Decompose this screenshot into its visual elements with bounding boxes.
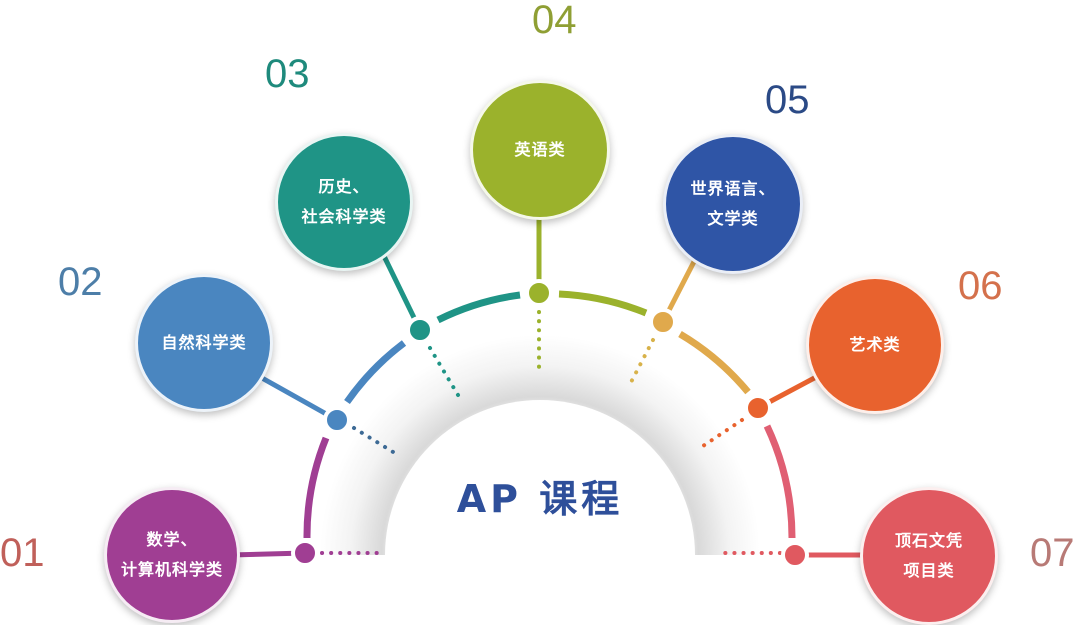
category-label-line: 数学、 (146, 529, 198, 549)
node-dot-01 (291, 539, 319, 567)
category-label-line: 顶石文凭 (894, 530, 963, 550)
category-number-06: 06 (958, 264, 1003, 308)
node-dot-06 (744, 394, 772, 422)
category-number-05: 05 (765, 78, 810, 122)
category-circle-05[interactable]: 世界语言、 文学类 (663, 134, 803, 274)
category-number-07: 07 (1030, 531, 1075, 575)
arc-segment-03 (436, 291, 521, 324)
category-number-04: 04 (532, 0, 577, 42)
inner-half-disc (385, 400, 695, 555)
category-circle-04[interactable]: 英语类 (470, 80, 610, 220)
node-dot-05 (649, 308, 677, 336)
node-dot-02 (323, 406, 351, 434)
category-label-line: 自然科学类 (161, 332, 247, 352)
category-number-03: 03 (265, 52, 310, 96)
category-label-line: 历史、 (318, 176, 370, 196)
category-circle-03[interactable]: 历史、 社会科学类 (275, 133, 413, 271)
category-circle-01[interactable]: 数学、 计算机科学类 (104, 487, 240, 623)
category-label-line: 社会科学类 (301, 207, 387, 226)
center-title: AP 课程 (456, 477, 624, 521)
category-label-line: 英语类 (514, 139, 566, 159)
category-label-line: 项目类 (903, 561, 955, 580)
node-dot-07 (781, 541, 809, 569)
node-dot-03 (406, 316, 434, 344)
category-label-line: 计算机科学类 (120, 560, 223, 579)
category-label-line: 艺术类 (849, 334, 901, 354)
category-circle-07[interactable]: 顶石文凭 项目类 (860, 487, 998, 625)
arc-segment-02 (344, 340, 407, 405)
category-number-01: 01 (0, 531, 45, 575)
category-number-02: 02 (58, 260, 103, 304)
category-label-line: 世界语言、 (690, 178, 776, 198)
arc-segment-04 (558, 290, 648, 317)
arc-segment-06 (763, 424, 796, 539)
arc-connectors (229, 200, 870, 569)
category-circle-06[interactable]: 艺术类 (806, 276, 944, 414)
node-dot-04 (525, 279, 553, 307)
category-circle-02[interactable]: 自然科学类 (135, 274, 273, 412)
arc-segment-05 (678, 330, 751, 395)
category-label-line: 文学类 (707, 209, 759, 228)
arc-segment-01 (303, 436, 330, 539)
